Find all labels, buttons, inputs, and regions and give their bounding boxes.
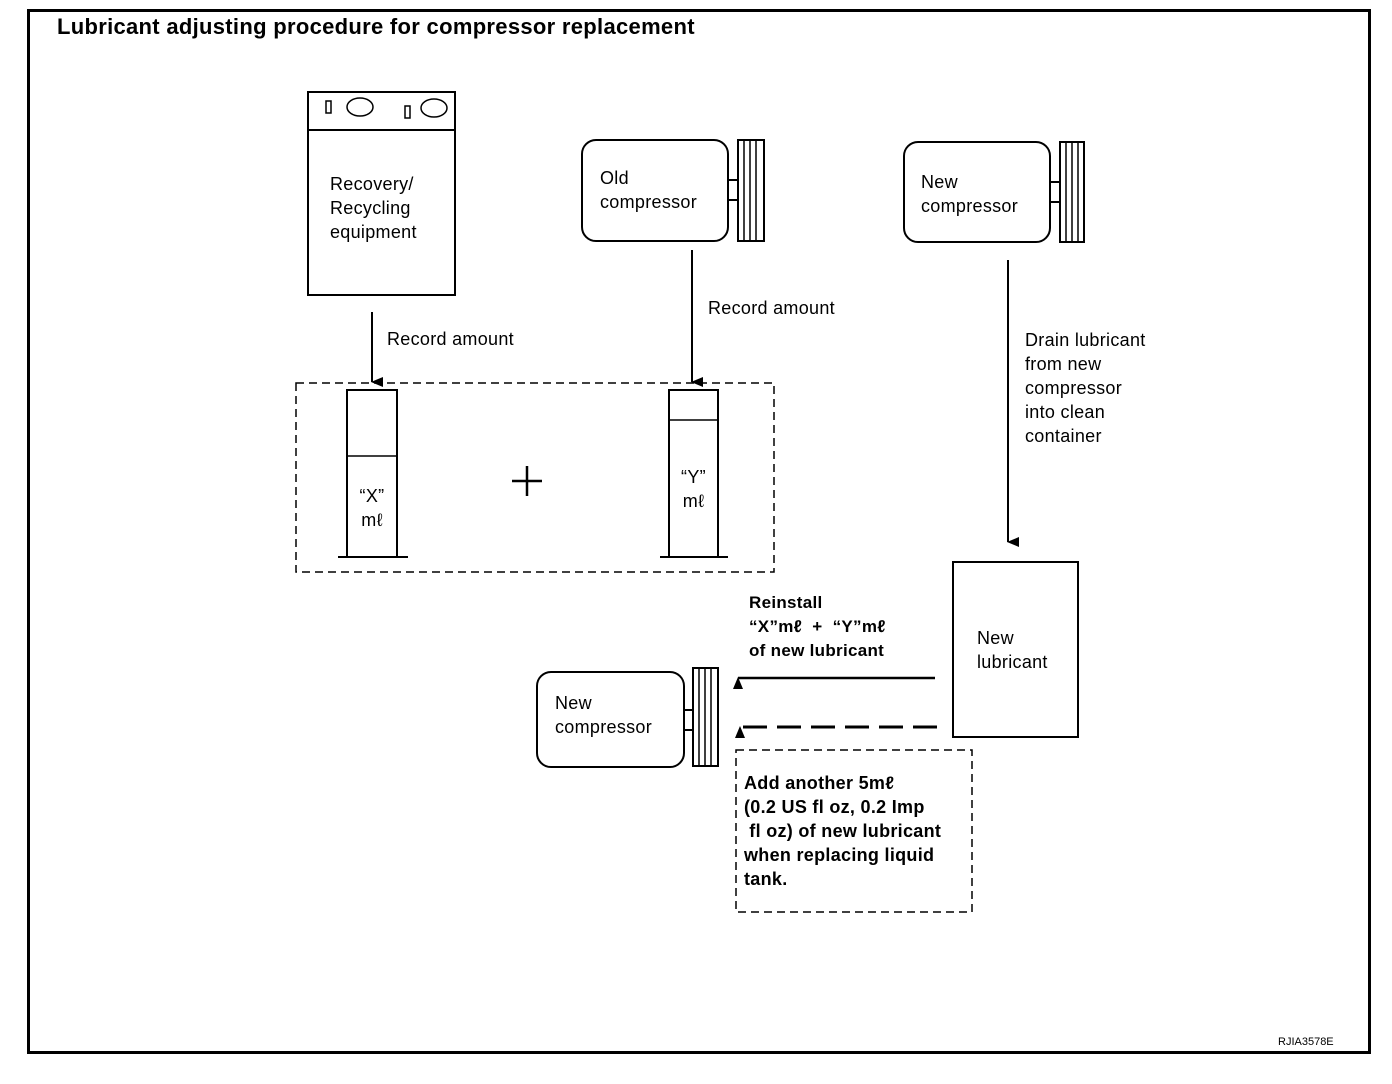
new-compressor-bottom-icon <box>536 667 719 768</box>
reinstall-instruction-label: Reinstall “X”mℓ + “Y”mℓ of new lubricant <box>749 593 886 660</box>
plus-icon <box>512 466 542 496</box>
container-y-icon <box>660 389 728 558</box>
record-amount-left-label: Record amount <box>387 329 514 349</box>
old-compressor-label: Old compressor <box>600 168 698 212</box>
new-compressor-top-icon <box>903 141 1085 243</box>
diagram-title: Lubricant adjusting procedure for compre… <box>57 14 695 39</box>
new-lubricant-container-icon <box>952 561 1079 738</box>
new-compressor-top-label: New compressor <box>921 172 1019 216</box>
old-compressor-icon <box>581 139 765 242</box>
container-x-label: “X” mℓ <box>359 486 385 530</box>
container-y-label: “Y” mℓ <box>681 467 706 511</box>
diagram-frame <box>27 9 1371 1054</box>
recovery-equipment-label: Recovery/ Recycling equipment <box>330 174 417 242</box>
container-x-icon <box>338 389 408 558</box>
new-lubricant-label: New lubricant <box>977 628 1048 672</box>
note-label: Add another 5mℓ (0.2 US fl oz, 0.2 Imp f… <box>744 773 942 889</box>
recovery-equipment-icon <box>307 91 456 296</box>
record-amount-right-label: Record amount <box>708 298 835 318</box>
measuring-box <box>295 382 775 573</box>
new-compressor-bottom-label: New compressor <box>555 693 653 737</box>
drain-instruction-label: Drain lubricant from new compressor into… <box>1025 330 1146 446</box>
note-box <box>735 749 973 913</box>
figure-code: RJIA3578E <box>1278 1036 1334 1048</box>
